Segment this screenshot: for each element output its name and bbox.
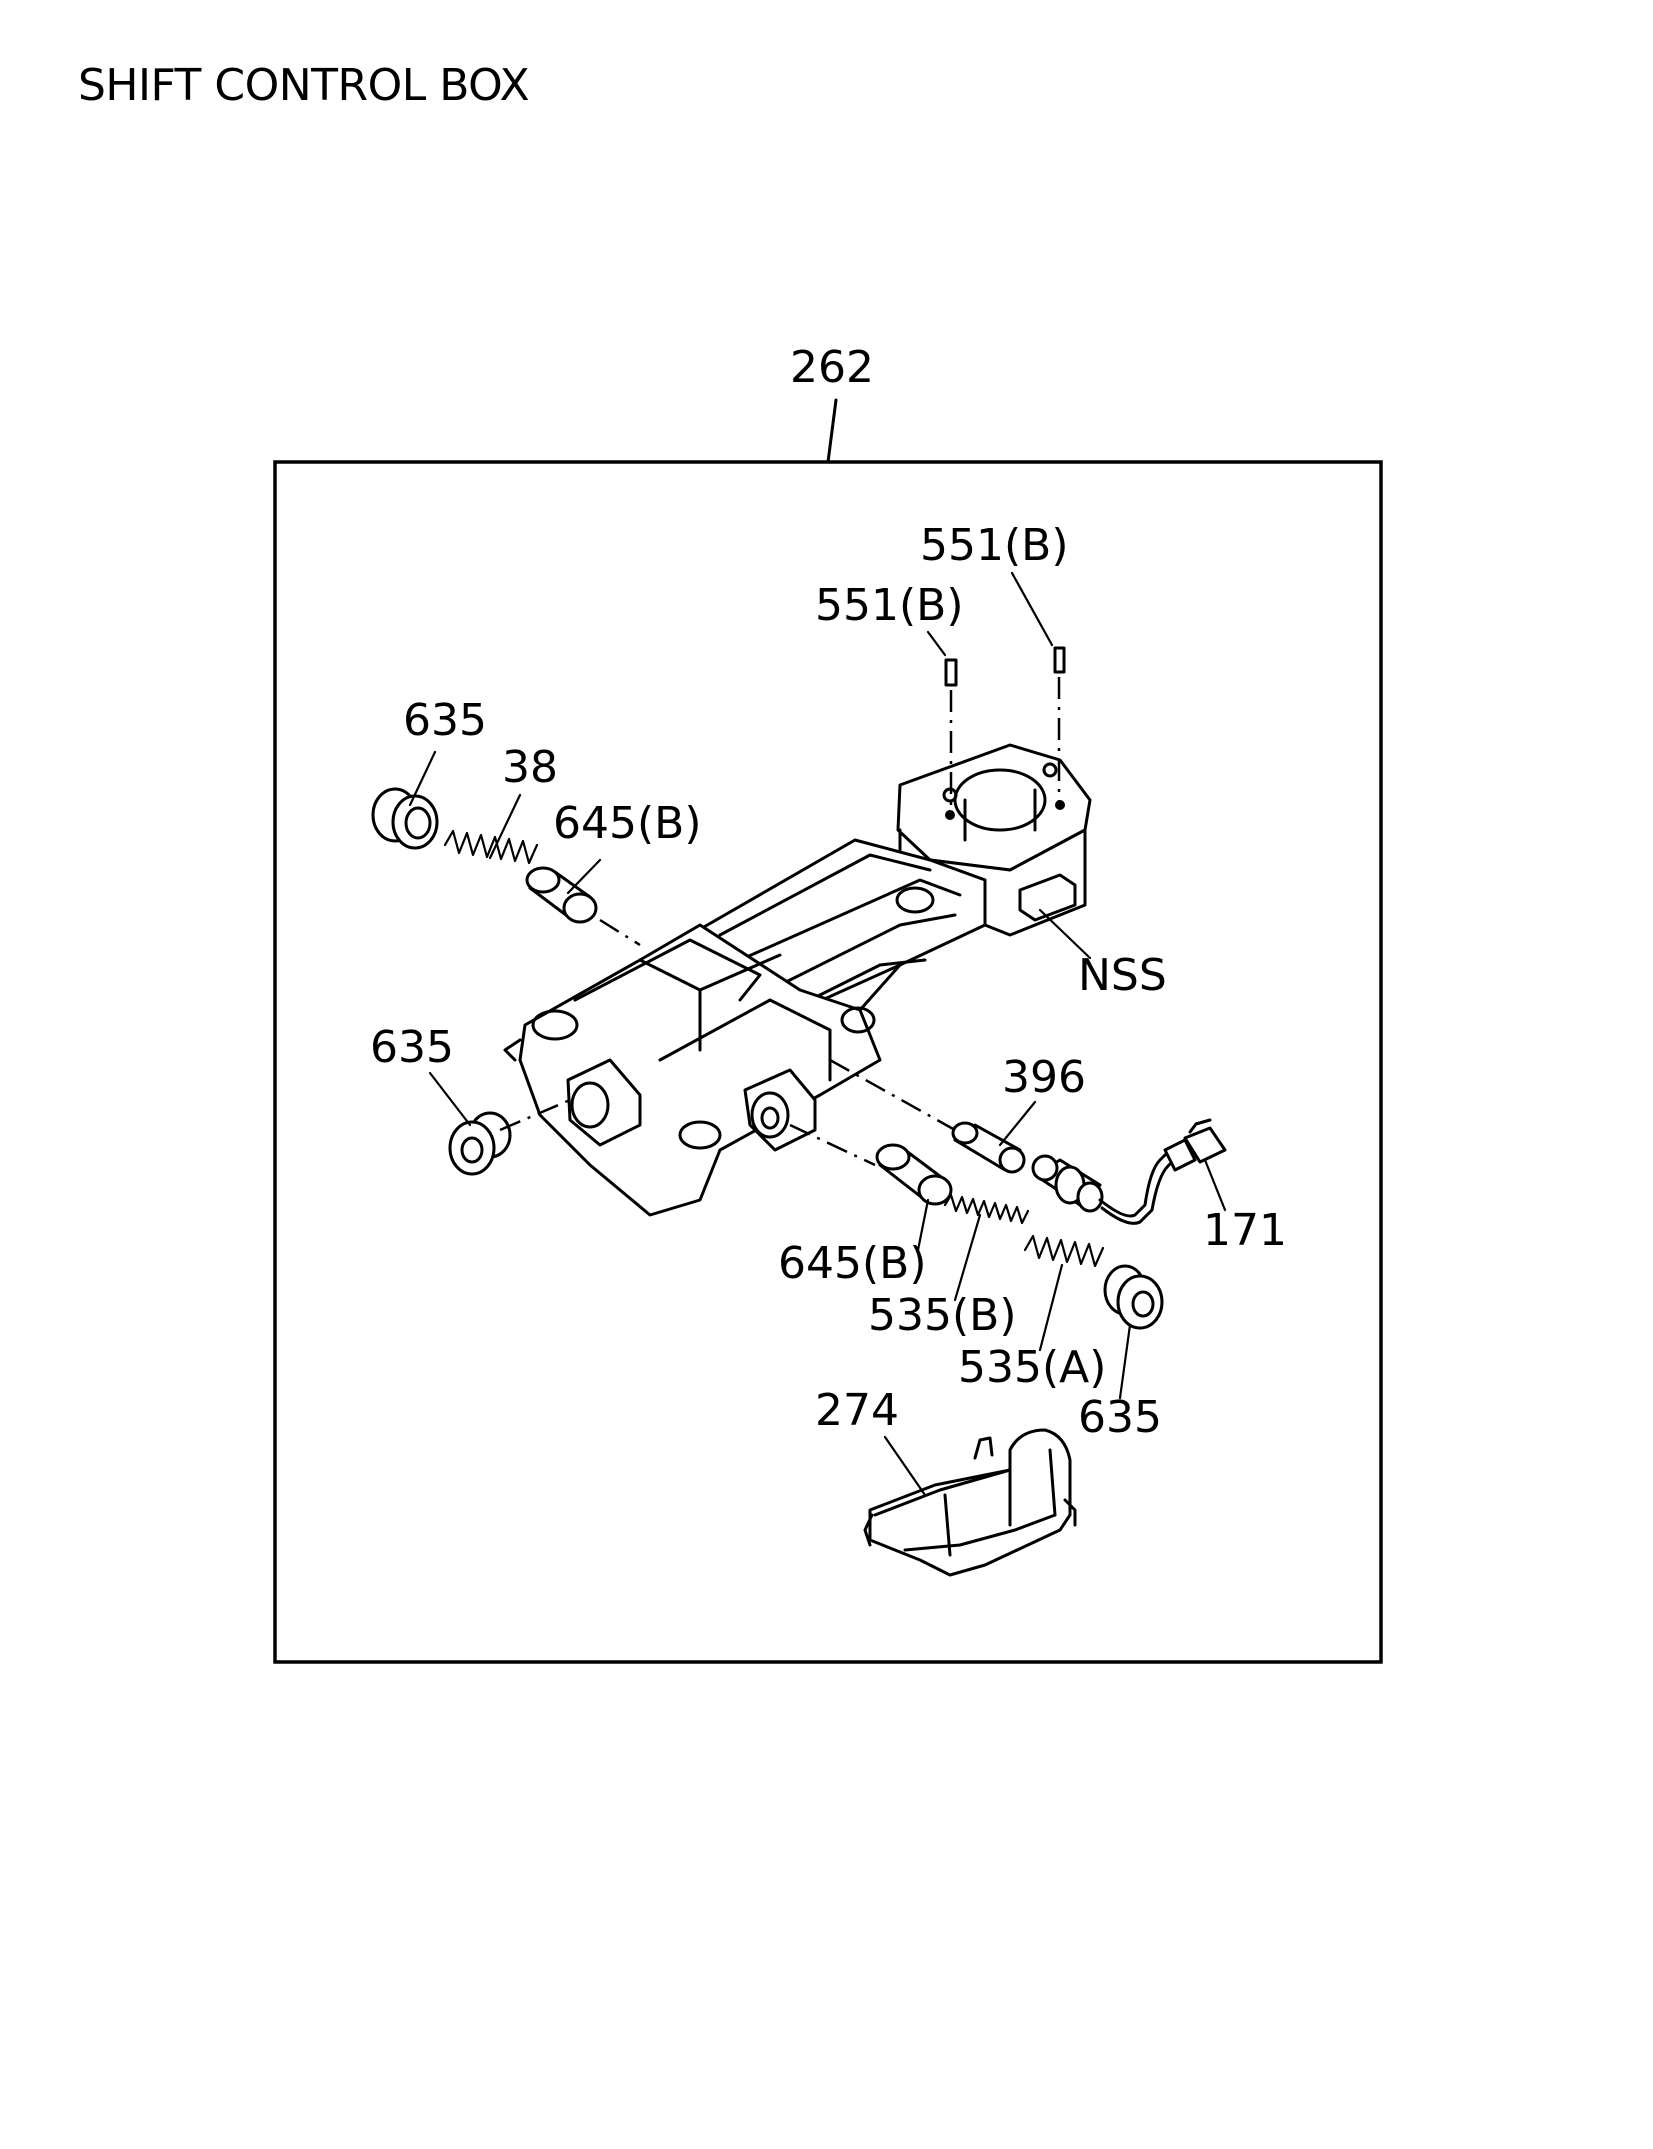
callout-274: 274: [815, 1385, 899, 1436]
callout-645b-top: 645(B): [553, 798, 702, 849]
callout-645b-bottom: 645(B): [778, 1238, 927, 1289]
spring-535a: [1023, 1234, 1105, 1268]
callout-535a: 535(A): [958, 1342, 1106, 1393]
callout-38: 38: [502, 742, 558, 793]
shift-box-body: [503, 743, 1092, 1217]
callout-635-top: 635: [403, 695, 487, 746]
callout-396: 396: [1002, 1052, 1086, 1103]
callout-635-left: 635: [370, 1022, 454, 1073]
callout-535b: 535(B): [868, 1290, 1017, 1341]
pin-551b-left: [944, 658, 958, 812]
callout-nss: NSS: [1078, 950, 1167, 1001]
plug-635-top: [371, 787, 439, 850]
switch-171: [1031, 1118, 1227, 1225]
sleeve-645b-top: [525, 866, 598, 924]
axis-left: [499, 1098, 571, 1132]
callout-171: 171: [1203, 1205, 1287, 1256]
callout-635-right: 635: [1078, 1392, 1162, 1443]
callout-551b-right: 551(B): [920, 520, 1069, 571]
plug-635-left: [448, 1111, 512, 1176]
axis-upper-right: [829, 1058, 956, 1132]
spring-38: [443, 829, 539, 865]
cover-274: [863, 1428, 1077, 1577]
leader-lines: [408, 571, 1227, 1497]
spring-535b: [943, 1193, 1030, 1225]
axis-top: [599, 918, 641, 947]
sleeve-645b-bottom: [875, 1143, 953, 1206]
pin-396: [951, 1121, 1026, 1174]
pin-551b-right: [1053, 646, 1066, 805]
plug-635-right: [1103, 1264, 1164, 1330]
page-title: SHIFT CONTROL BOX: [78, 60, 530, 111]
axis-lower-right: [789, 1123, 876, 1167]
callout-262: 262: [790, 342, 874, 393]
callout-551b-left: 551(B): [815, 580, 964, 631]
leader-262: [826, 398, 838, 464]
